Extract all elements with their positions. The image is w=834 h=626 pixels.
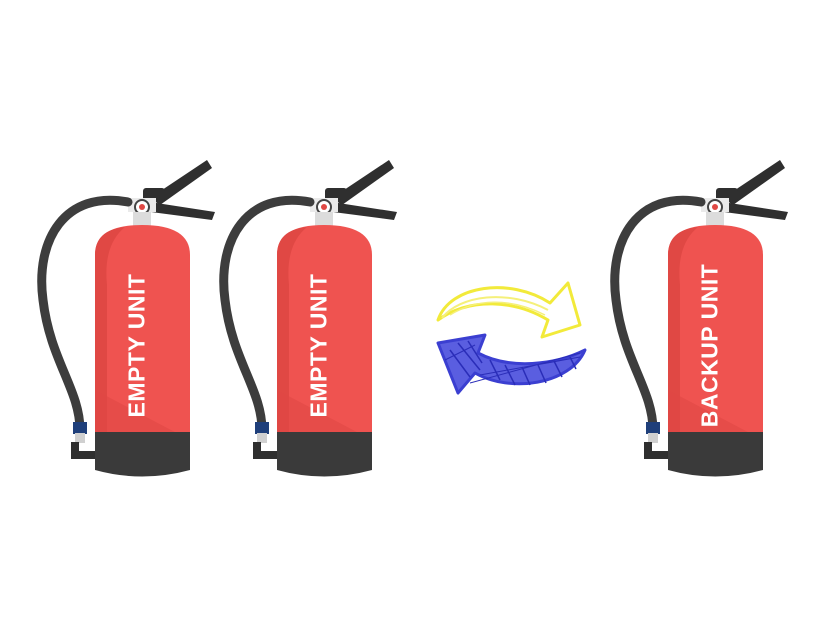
extinguisher-label: EMPTY UNIT bbox=[305, 273, 332, 417]
swap-arrows-icon bbox=[436, 281, 587, 395]
fire-extinguisher-icon bbox=[610, 160, 788, 477]
extinguisher-label: EMPTY UNIT bbox=[123, 273, 150, 417]
swap-arrows bbox=[430, 265, 590, 400]
extinguisher-label-wrap: EMPTY UNIT bbox=[289, 230, 349, 460]
extinguisher-empty-2: EMPTY UNIT bbox=[207, 150, 407, 490]
extinguisher-backup: BACKUP UNIT bbox=[598, 150, 798, 490]
extinguisher-label: BACKUP UNIT bbox=[696, 263, 723, 427]
fire-extinguisher-icon bbox=[37, 160, 215, 477]
extinguisher-label-wrap: EMPTY UNIT bbox=[107, 230, 167, 460]
fire-extinguisher-icon bbox=[219, 160, 397, 477]
extinguisher-label-wrap: BACKUP UNIT bbox=[680, 230, 740, 460]
extinguisher-empty-1: EMPTY UNIT bbox=[25, 150, 225, 490]
